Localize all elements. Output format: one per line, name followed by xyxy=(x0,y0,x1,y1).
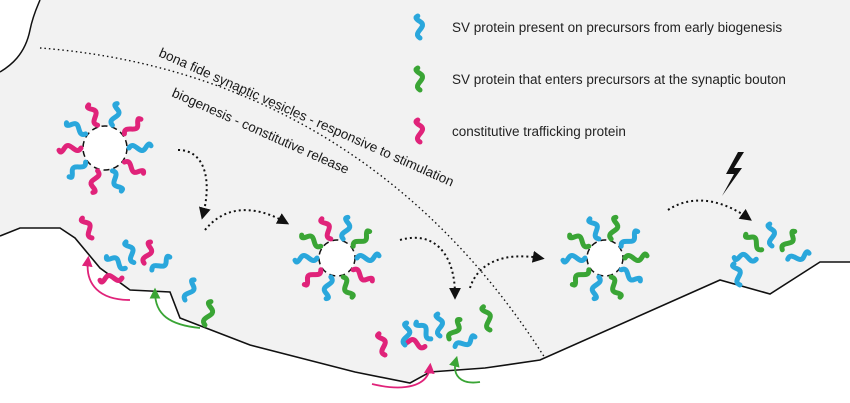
vesicle-protein xyxy=(88,168,102,195)
vesicle-protein xyxy=(350,266,375,284)
fusing-protein xyxy=(779,228,798,253)
fusing-vesicle-constitutive xyxy=(97,239,173,285)
fusing-protein xyxy=(97,273,125,285)
membrane-protein xyxy=(730,261,743,288)
vesicle-membrane xyxy=(318,239,356,277)
squiggle-green-icon xyxy=(413,65,425,93)
fusing-protein xyxy=(433,311,445,339)
vesicle-protein xyxy=(350,228,373,249)
vesicle-protein xyxy=(121,116,144,137)
vesicle-protein xyxy=(66,159,89,180)
vesicle-protein xyxy=(340,274,356,300)
vesicle-protein xyxy=(608,274,624,300)
mixed-precursor-vesicle xyxy=(292,214,382,302)
vesicle-protein xyxy=(108,101,122,128)
vesicle-protein xyxy=(618,228,641,249)
squiggle-blue-icon xyxy=(413,13,425,41)
vesicle-protein xyxy=(560,253,588,265)
vesicle-protein xyxy=(589,274,603,302)
curved-arrow-icon xyxy=(149,287,201,329)
early-precursor-vesicle xyxy=(56,101,154,195)
top-membrane xyxy=(0,0,40,72)
curved-arrow-icon xyxy=(449,355,481,384)
vesicle-protein xyxy=(618,266,643,284)
legend-item: SV protein present on precursors from ea… xyxy=(413,13,782,41)
vesicle-protein xyxy=(567,232,592,250)
curved-arrow-icon xyxy=(371,362,435,389)
fusing-protein xyxy=(742,231,765,253)
vesicle-membrane xyxy=(82,125,128,171)
lightning-bolt-icon xyxy=(722,152,744,196)
vesicle-protein xyxy=(354,251,382,263)
vesicle-protein xyxy=(63,120,89,137)
vesicle-protein xyxy=(85,102,101,128)
membrane-protein xyxy=(479,304,493,333)
legend: SV protein present on precursors from ea… xyxy=(413,13,786,145)
vesicle-protein xyxy=(586,216,602,242)
membrane-protein xyxy=(375,331,388,358)
fusing-protein xyxy=(413,319,434,342)
fusing-protein xyxy=(765,221,777,249)
fusing-vesicle-synaptic xyxy=(731,221,812,264)
dotted-arrow-icon xyxy=(399,236,461,300)
membrane-protein xyxy=(400,320,413,348)
legend-label: SV protein present on precursors from ea… xyxy=(452,20,782,35)
cell-membrane-fill xyxy=(0,0,850,383)
bottom-membrane-line xyxy=(0,227,850,384)
membrane-protein xyxy=(201,299,216,328)
vesicle-protein xyxy=(318,216,334,242)
curved-arrow-icon xyxy=(81,255,131,301)
synaptic-vesicle xyxy=(560,214,650,302)
vesicle-protein xyxy=(292,253,320,265)
fusing-protein xyxy=(149,253,173,273)
vesicle-protein xyxy=(299,232,324,250)
vesicle-protein xyxy=(301,267,324,288)
membrane-protein xyxy=(181,277,197,303)
dotted-arrow-icon xyxy=(667,199,752,221)
vesicle-protein xyxy=(109,168,125,194)
vesicle-protein xyxy=(569,267,592,288)
legend-item: constitutive trafficking protein xyxy=(413,117,626,145)
fusing-protein xyxy=(731,252,759,264)
vesicle-protein xyxy=(607,214,621,242)
vesicle-protein xyxy=(339,214,353,242)
pathway-boundary-dotted-line xyxy=(39,47,546,359)
top-membrane-line xyxy=(0,0,41,73)
vesicle-membrane xyxy=(586,239,624,277)
fusing-protein xyxy=(140,239,155,266)
vesicle-protein xyxy=(126,141,154,153)
vesicle-protein xyxy=(121,159,147,176)
fusing-protein xyxy=(785,249,812,262)
legend-label: SV protein that enters precursors at the… xyxy=(452,72,786,87)
dotted-arrow-icon xyxy=(177,149,211,220)
vesicle-protein xyxy=(56,143,84,155)
membrane-protein xyxy=(78,215,95,241)
squiggle-magenta-icon xyxy=(413,117,425,145)
vesicle-protein xyxy=(622,251,650,263)
legend-label: constitutive trafficking protein xyxy=(452,124,626,139)
fusing-protein xyxy=(103,254,128,272)
fusing-protein xyxy=(446,317,463,342)
vesicle-protein xyxy=(321,274,335,302)
vesicle-layer xyxy=(56,101,812,358)
fusing-protein xyxy=(122,239,137,266)
legend-item: SV protein that enters precursors at the… xyxy=(413,65,786,93)
fusing-protein xyxy=(452,333,478,350)
